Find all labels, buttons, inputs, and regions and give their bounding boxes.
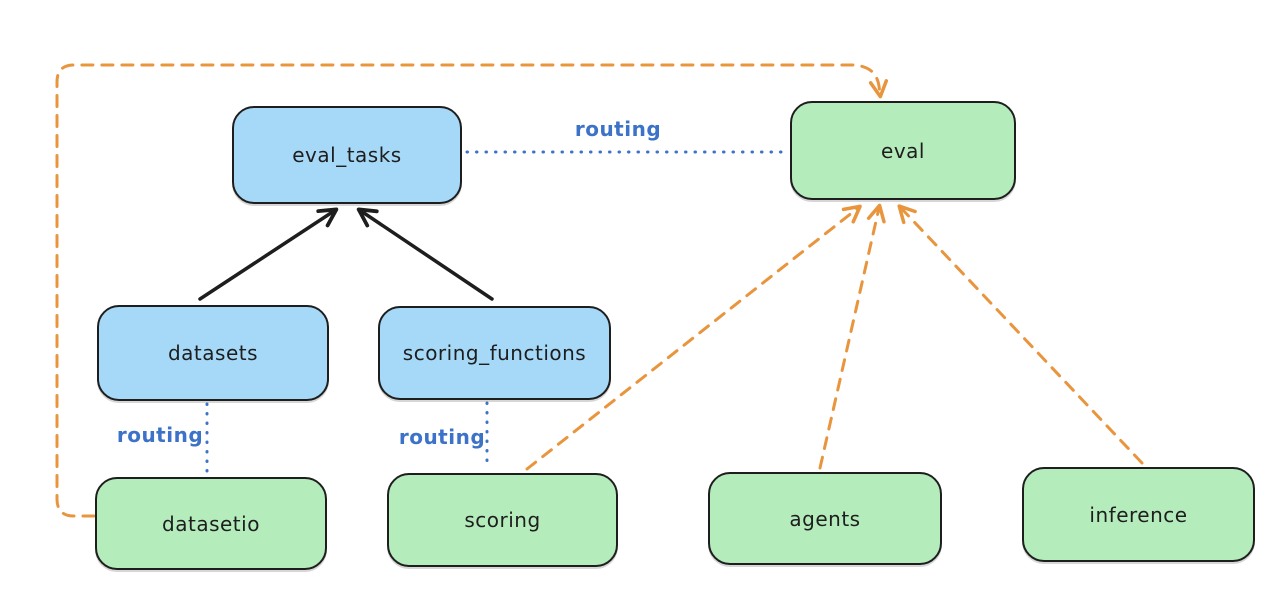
edge-inference-to-eval xyxy=(897,204,1144,465)
edge-agents-to-eval xyxy=(818,203,886,470)
edge-datasets-to-eval-tasks xyxy=(198,207,339,301)
routing-label-eval-tasks-eval: routing xyxy=(574,117,662,141)
node-eval-tasks-label: eval_tasks xyxy=(292,143,402,167)
node-scoring-functions-label: scoring_functions xyxy=(402,341,587,365)
node-datasetio-label: datasetio xyxy=(162,511,260,536)
edge-scoring-functions-to-eval-tasks xyxy=(356,207,494,301)
node-datasets: datasets xyxy=(97,305,329,401)
node-eval: eval xyxy=(790,101,1016,200)
routing-label-datasets-datasetio: routing xyxy=(116,423,204,447)
node-datasetio: datasetio xyxy=(95,477,327,570)
node-scoring: scoring xyxy=(387,473,618,567)
node-eval-label: eval xyxy=(881,138,925,163)
node-eval-tasks: eval_tasks xyxy=(232,106,462,204)
node-inference: inference xyxy=(1022,467,1255,562)
node-agents: agents xyxy=(708,472,942,565)
routing-label-scoring-functions-scoring: routing xyxy=(398,425,486,449)
node-scoring-functions: scoring_functions xyxy=(378,306,611,400)
node-agents-label: agents xyxy=(789,506,861,531)
edge-scoring-to-eval xyxy=(525,204,862,471)
node-datasets-label: datasets xyxy=(167,341,259,365)
edge-datasetio-to-eval xyxy=(55,63,889,518)
node-scoring-label: scoring xyxy=(464,508,541,532)
node-inference-label: inference xyxy=(1089,502,1188,527)
